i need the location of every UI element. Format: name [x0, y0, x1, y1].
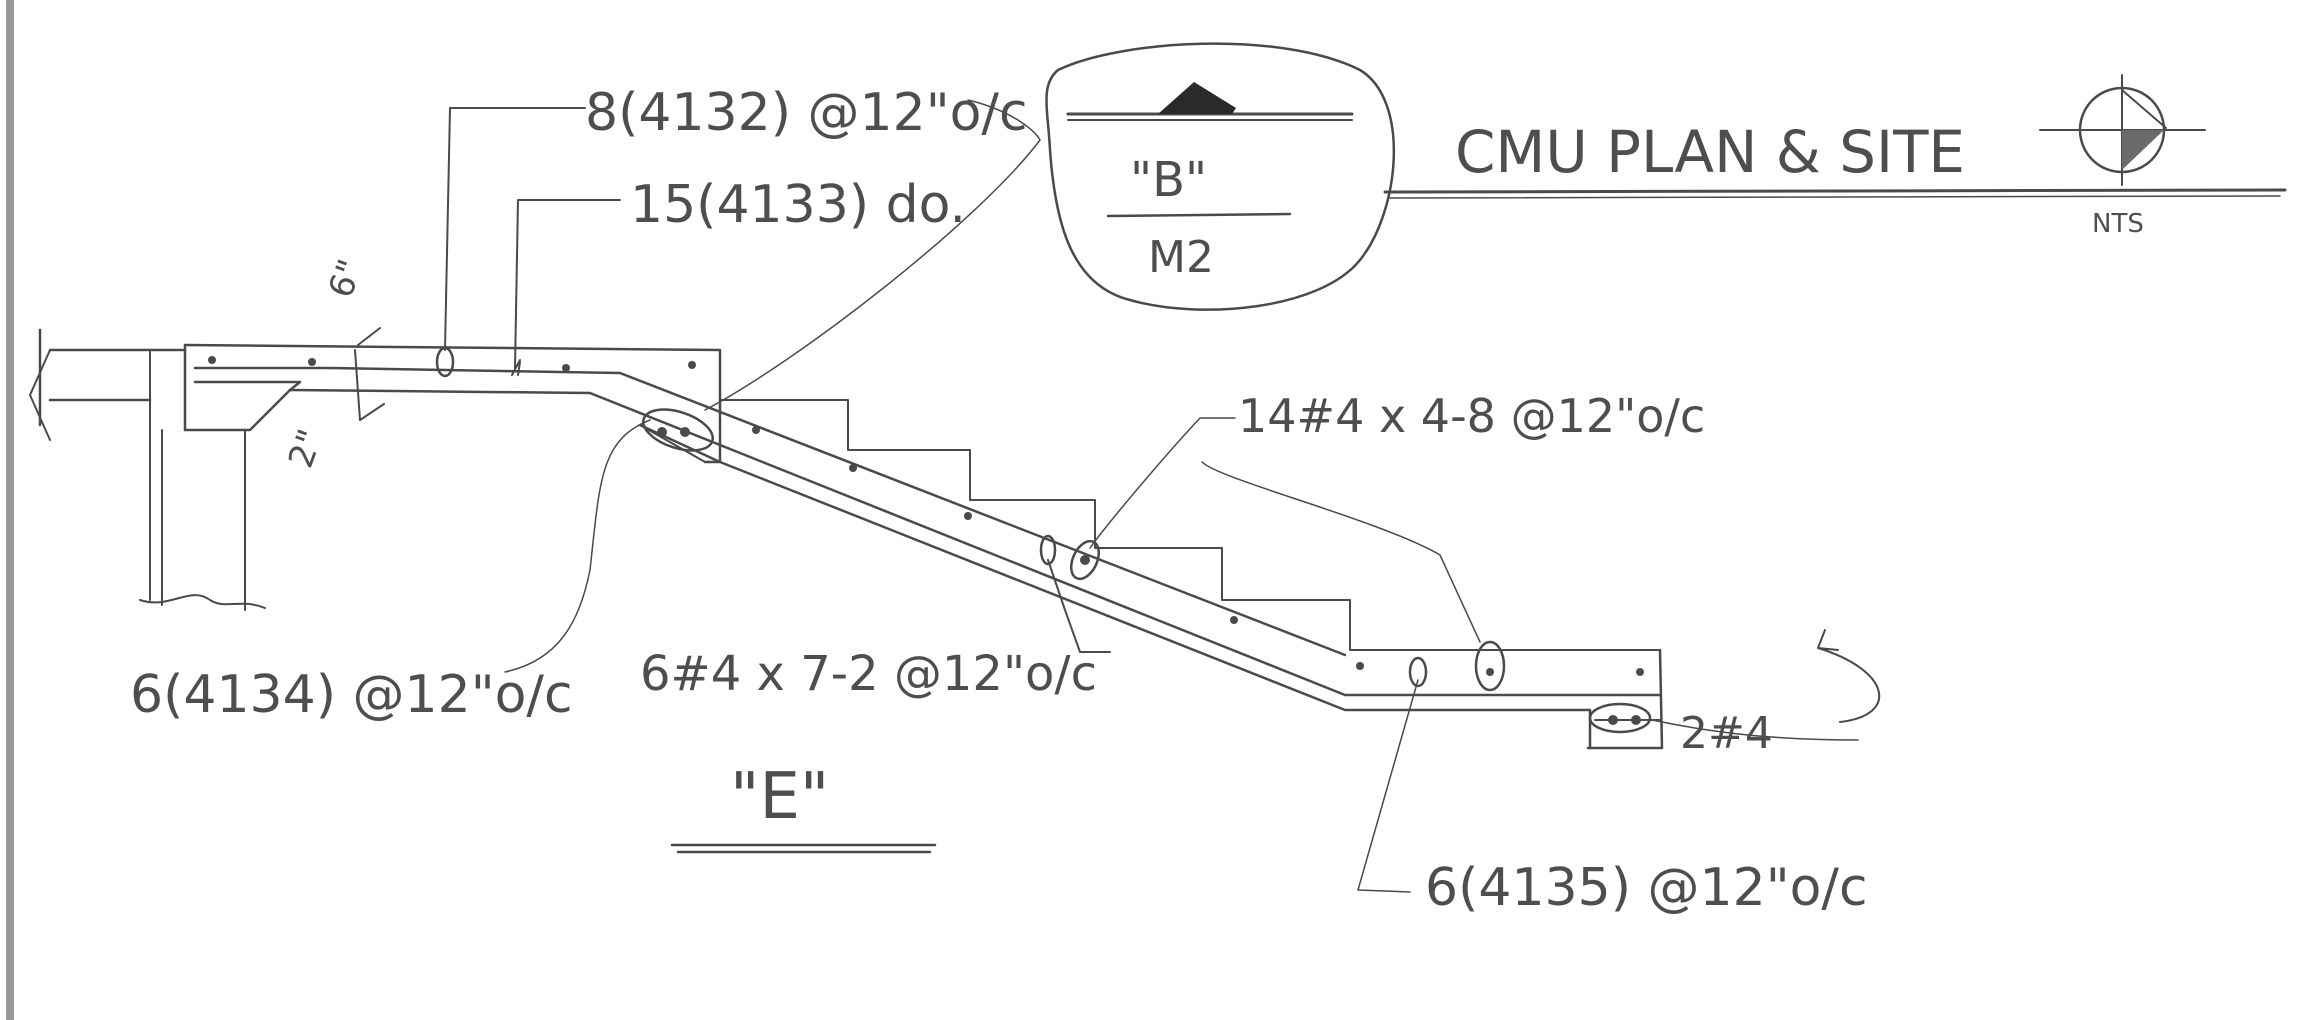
- plan-title: CMU PLAN & SITE: [1455, 118, 1965, 186]
- note-dowels: 15(4133) do.: [630, 175, 966, 235]
- notes: 8(4132) @12"o/c 15(4133) do. 6(4134) @12…: [130, 83, 1868, 918]
- section-title: "E": [730, 760, 829, 834]
- stair-section: [29, 99, 1881, 893]
- callout-divider: [1106, 212, 1292, 218]
- title-block: CMU PLAN & SITE NTS: [1383, 74, 2287, 239]
- dim-slab-thickness: 6": [321, 254, 371, 303]
- note-slope-bars: 6#4 x 7-2 @12"o/c: [640, 646, 1097, 702]
- scale-note: NTS: [2092, 209, 2144, 239]
- north-arrow-icon: [2039, 74, 2206, 186]
- callout-bubble: [1045, 42, 1395, 311]
- note-landing-bars: 6(4135) @12"o/c: [1425, 858, 1868, 918]
- note-bottom-bars: 6(4134) @12"o/c: [130, 665, 573, 725]
- title-underline-2: [1389, 195, 2281, 199]
- callout-section-label: "B": [1130, 152, 1207, 208]
- note-edge-bars: 2#4: [1680, 708, 1773, 759]
- rebar-dots: [208, 356, 1644, 725]
- title-underline: [1383, 188, 2287, 194]
- section-marker-triangle: [1158, 82, 1236, 114]
- dim-step-down: 2": [281, 424, 331, 473]
- note-stair-bars: 14#4 x 4-8 @12"o/c: [1238, 389, 1705, 443]
- callout-sheet-ref: M2: [1148, 232, 1214, 283]
- note-top-bars: 8(4132) @12"o/c: [585, 83, 1028, 143]
- section-callout: "B" M2: [1045, 42, 1395, 311]
